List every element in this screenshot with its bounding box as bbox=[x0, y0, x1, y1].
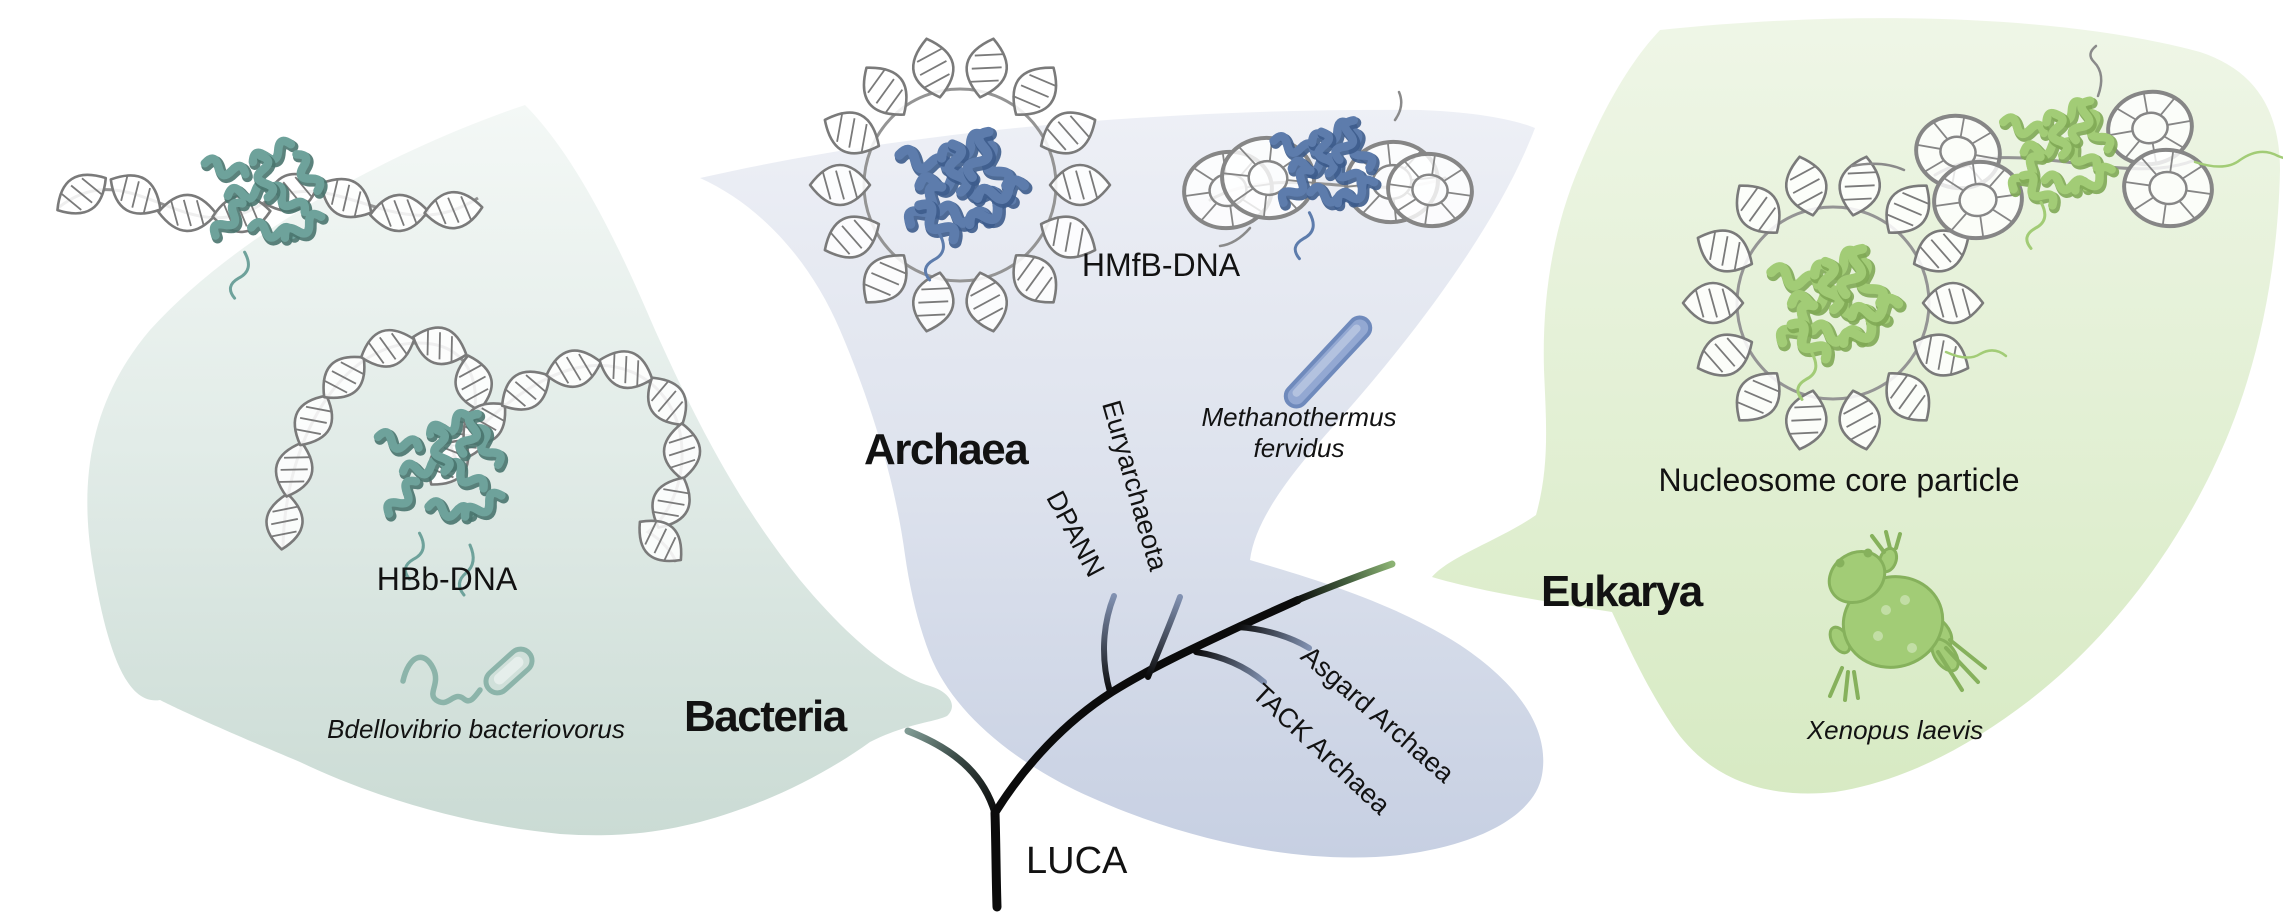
hmfb-dna-side-structure bbox=[1182, 90, 1474, 261]
hbb-dna-structure bbox=[265, 326, 702, 597]
nucleosome-side-structure bbox=[1850, 44, 2283, 250]
phylogenetic-tree bbox=[904, 560, 1396, 912]
bacteria-region-blob bbox=[87, 105, 952, 836]
bacterium-icon bbox=[400, 646, 535, 706]
archaea-region-blob bbox=[700, 109, 1544, 858]
hmfb-dna-label: HMfB-DNA bbox=[1081, 247, 1241, 283]
hmfb-dna-ring-structure bbox=[808, 37, 1112, 333]
methanothermus-species-label: Methanothermus fervidus bbox=[1201, 402, 1396, 464]
nucleosome-core-particle-label: Nucleosome core particle bbox=[1658, 462, 2020, 498]
species-name-line2: fervidus bbox=[1253, 433, 1345, 463]
methanothermus-rod-icon bbox=[1283, 315, 1373, 409]
archaea-domain-label: Archaea bbox=[864, 425, 1029, 474]
species-name-line1: Methanothermus bbox=[1201, 402, 1397, 432]
xenopus-species-label: Xenopus laevis bbox=[1806, 715, 1984, 745]
luca-root-label: LUCA bbox=[1026, 840, 1128, 882]
eukarya-domain-label: Eukarya bbox=[1541, 567, 1703, 616]
bacteria-domain-label: Bacteria bbox=[684, 692, 847, 741]
hbb-dna-label: HBb-DNA bbox=[376, 561, 518, 597]
hbb-dna-side-structure bbox=[56, 136, 484, 300]
domain-background-blobs bbox=[87, 18, 2280, 858]
bdellovibrio-species-label: Bdellovibrio bacteriovorus bbox=[327, 714, 625, 744]
frog-icon bbox=[1827, 530, 1987, 702]
